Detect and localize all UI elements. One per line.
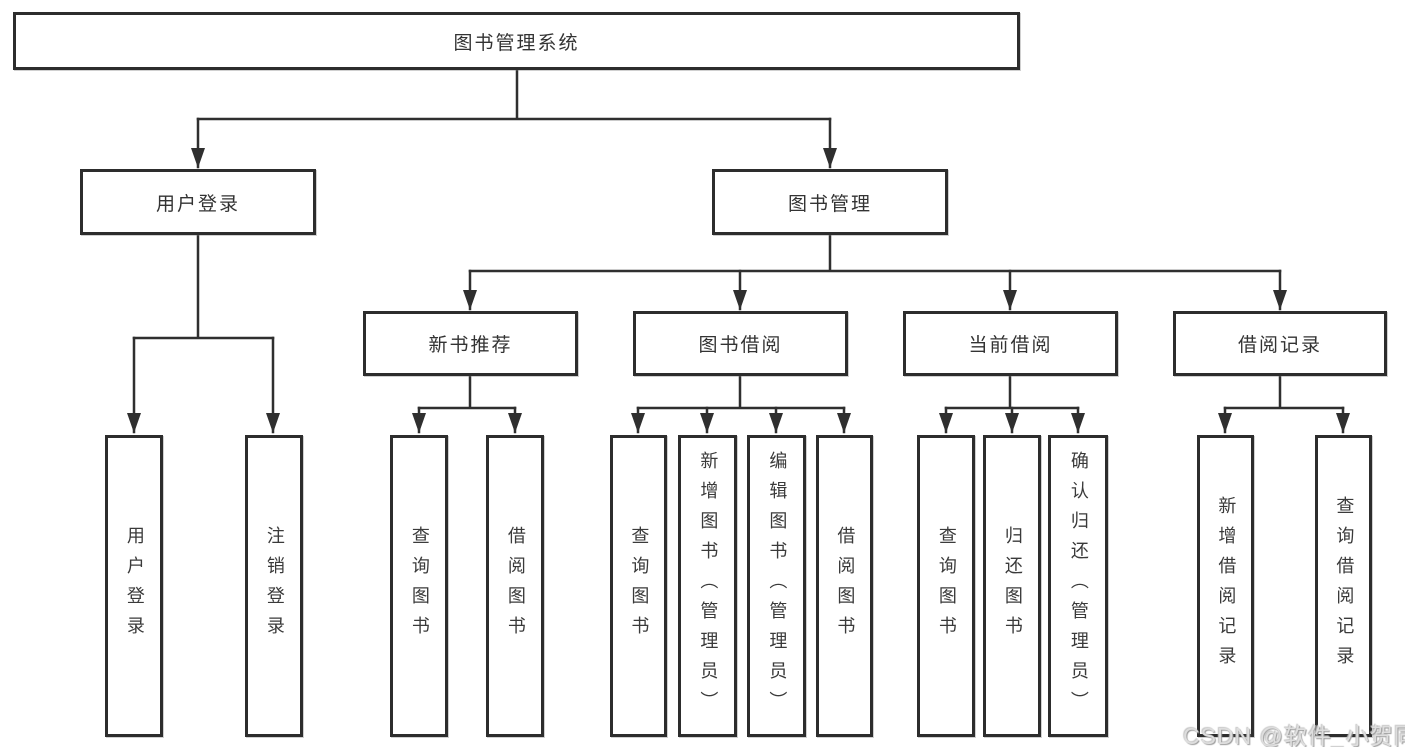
leaf-borrow-edit-label: 编辑图书（管理员） [767,451,788,721]
node-current-borrow-label: 当前借阅 [968,335,1053,356]
leaf-current-confirm: 确认归还（管理员） [1048,435,1108,737]
leaf-logout: 注销登录 [245,435,303,737]
csdn-watermark: CSDN @软件_小贺同学 [1183,723,1405,747]
node-book-borrow: 图书借阅 [633,311,848,376]
node-borrow-records: 借阅记录 [1173,311,1387,376]
edge-manage-bar [468,233,1282,273]
leaf-current-return-label: 归还图书 [1002,526,1023,646]
edge-records-bar [1223,374,1345,410]
leaf-borrow-add: 新增图书（管理员） [678,435,737,737]
node-book-borrow-label: 图书借阅 [698,335,783,356]
edge-borrow-bar [636,374,846,410]
node-new-book-label: 新书推荐 [428,335,513,356]
edge-login-bar [132,233,275,340]
leaf-current-query: 查询图书 [917,435,975,737]
leaf-newbook-query: 查询图书 [390,435,448,737]
leaf-borrow-borrow-label: 借阅图书 [835,526,856,646]
leaf-current-query-label: 查询图书 [936,526,957,646]
edge-root-bar [196,66,832,121]
node-root: 图书管理系统 [13,12,1020,70]
node-borrow-records-label: 借阅记录 [1237,335,1322,356]
node-user-login: 用户登录 [80,169,316,235]
leaf-borrow-query: 查询图书 [610,435,667,737]
node-book-manage: 图书管理 [712,169,948,235]
leaf-logout-label: 注销登录 [264,526,285,646]
leaf-newbook-borrow: 借阅图书 [486,435,544,737]
edge-current-bar [944,374,1080,410]
leaf-newbook-borrow-label: 借阅图书 [505,526,526,646]
leaf-records-add-label: 新增借阅记录 [1216,496,1237,676]
leaf-records-query: 查询借阅记录 [1315,435,1372,737]
node-root-label: 图书管理系统 [453,32,580,54]
leaf-borrow-edit: 编辑图书（管理员） [747,435,806,737]
node-user-login-label: 用户登录 [155,193,240,215]
leaf-borrow-borrow: 借阅图书 [816,435,873,737]
leaf-newbook-query-label: 查询图书 [409,526,430,646]
leaf-records-query-label: 查询借阅记录 [1334,496,1355,676]
node-new-book: 新书推荐 [363,311,578,376]
leaf-user-login-label: 用户登录 [124,526,145,646]
leaf-records-add: 新增借阅记录 [1197,435,1254,737]
leaf-borrow-query-label: 查询图书 [629,526,650,646]
leaf-current-return: 归还图书 [983,435,1041,737]
edge-newbook-bar [417,374,517,410]
node-current-borrow: 当前借阅 [903,311,1118,376]
node-book-manage-label: 图书管理 [787,193,872,215]
leaf-user-login: 用户登录 [105,435,163,737]
leaf-current-confirm-label: 确认归还（管理员） [1068,451,1089,721]
leaf-borrow-add-label: 新增图书（管理员） [698,451,719,721]
